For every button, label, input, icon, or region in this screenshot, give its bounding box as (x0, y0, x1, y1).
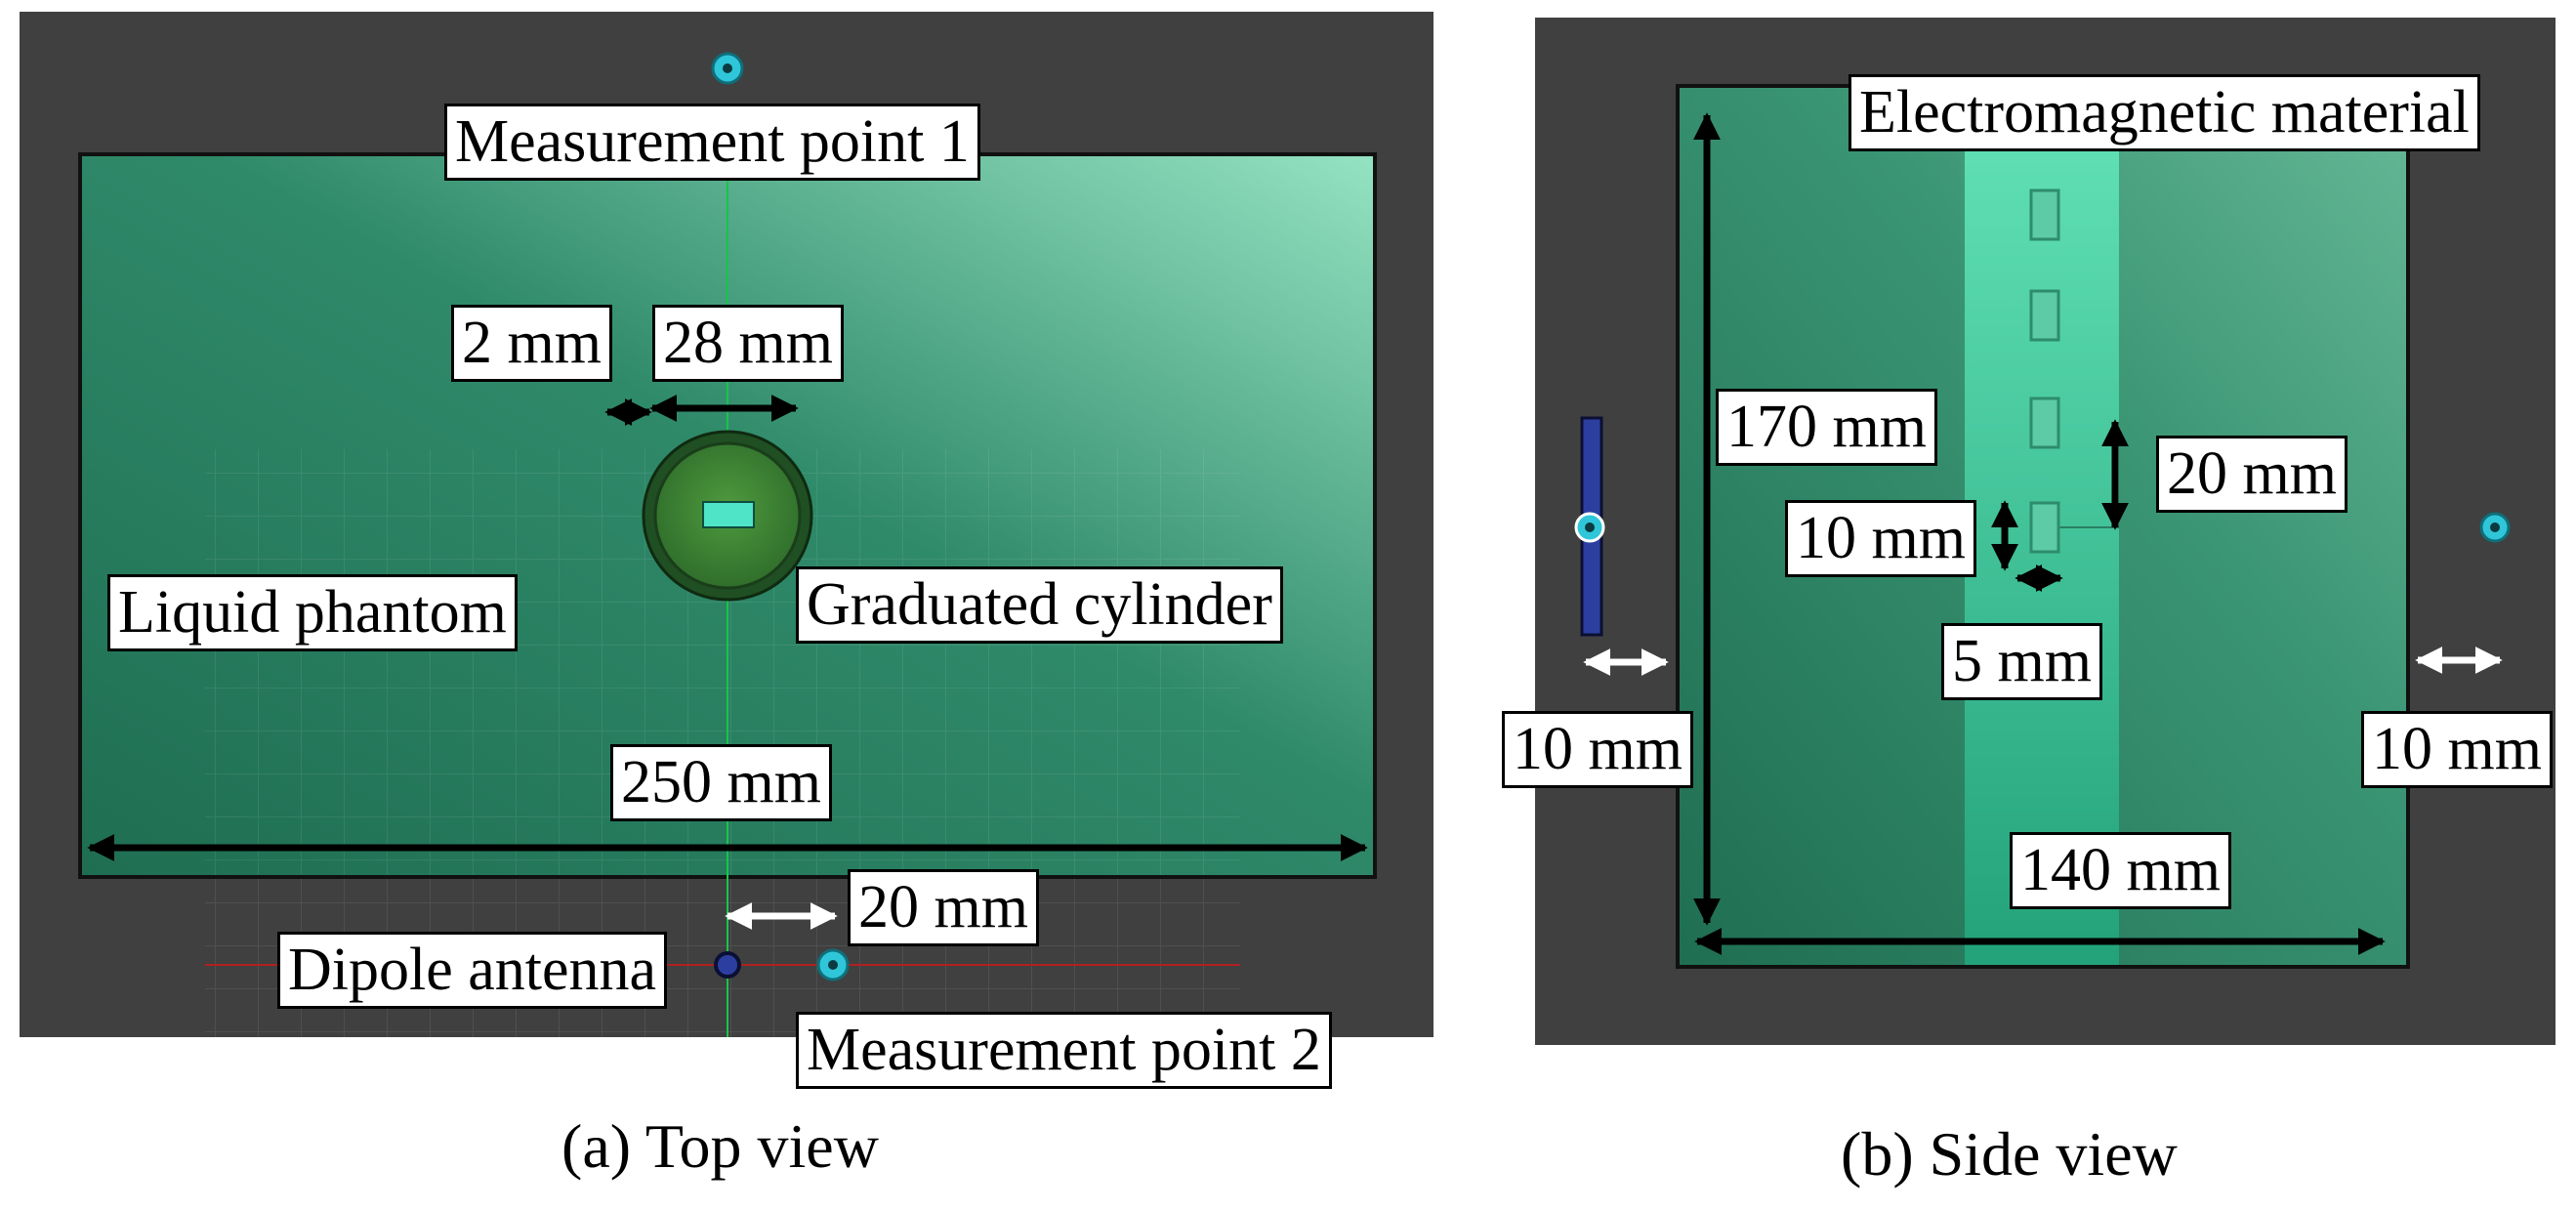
material-element-1 (2029, 188, 2060, 241)
measurement-point-1-center (723, 63, 732, 73)
width-dimension-label: 140 mm (2010, 832, 2231, 909)
material-element-3 (2029, 397, 2060, 449)
measurement-point-1-label: Measurement point 1 (444, 104, 980, 181)
gap-dimension-label: 2 mm (451, 305, 612, 382)
material-element-4 (2029, 501, 2060, 554)
top-view-caption: (a) Top view (561, 1111, 879, 1181)
liquid-phantom-label: Liquid phantom (107, 574, 518, 651)
antenna-offset-label: 20 mm (848, 869, 1039, 946)
spacing-dimension-label: 20 mm (2156, 436, 2347, 513)
height-dimension-label: 170 mm (1716, 389, 1937, 466)
antenna-feed-center (1585, 522, 1595, 532)
element-length-label: 10 mm (1785, 500, 1976, 577)
cylinder-sample-icon (702, 501, 755, 528)
dipole-antenna-marker (714, 951, 741, 979)
side-measurement-point-center (2490, 522, 2500, 532)
phantom-width-label: 250 mm (610, 744, 832, 821)
dipole-antenna-label: Dipole antenna (277, 932, 668, 1009)
right-gap-label: 10 mm (2361, 711, 2553, 788)
electromagnetic-material-label: Electromagnetic material (1849, 74, 2480, 151)
graduated-cylinder-label: Graduated cylinder (796, 566, 1283, 644)
measurement-point-2-center (828, 960, 838, 970)
side-view-caption: (b) Side view (1841, 1119, 2178, 1189)
left-gap-label: 10 mm (1502, 711, 1693, 788)
measurement-point-2-label: Measurement point 2 (796, 1012, 1332, 1089)
material-element-column (2029, 188, 2060, 554)
material-element-2 (2029, 289, 2060, 342)
cylinder-diameter-label: 28 mm (652, 305, 844, 382)
element-width-label: 5 mm (1941, 623, 2102, 700)
